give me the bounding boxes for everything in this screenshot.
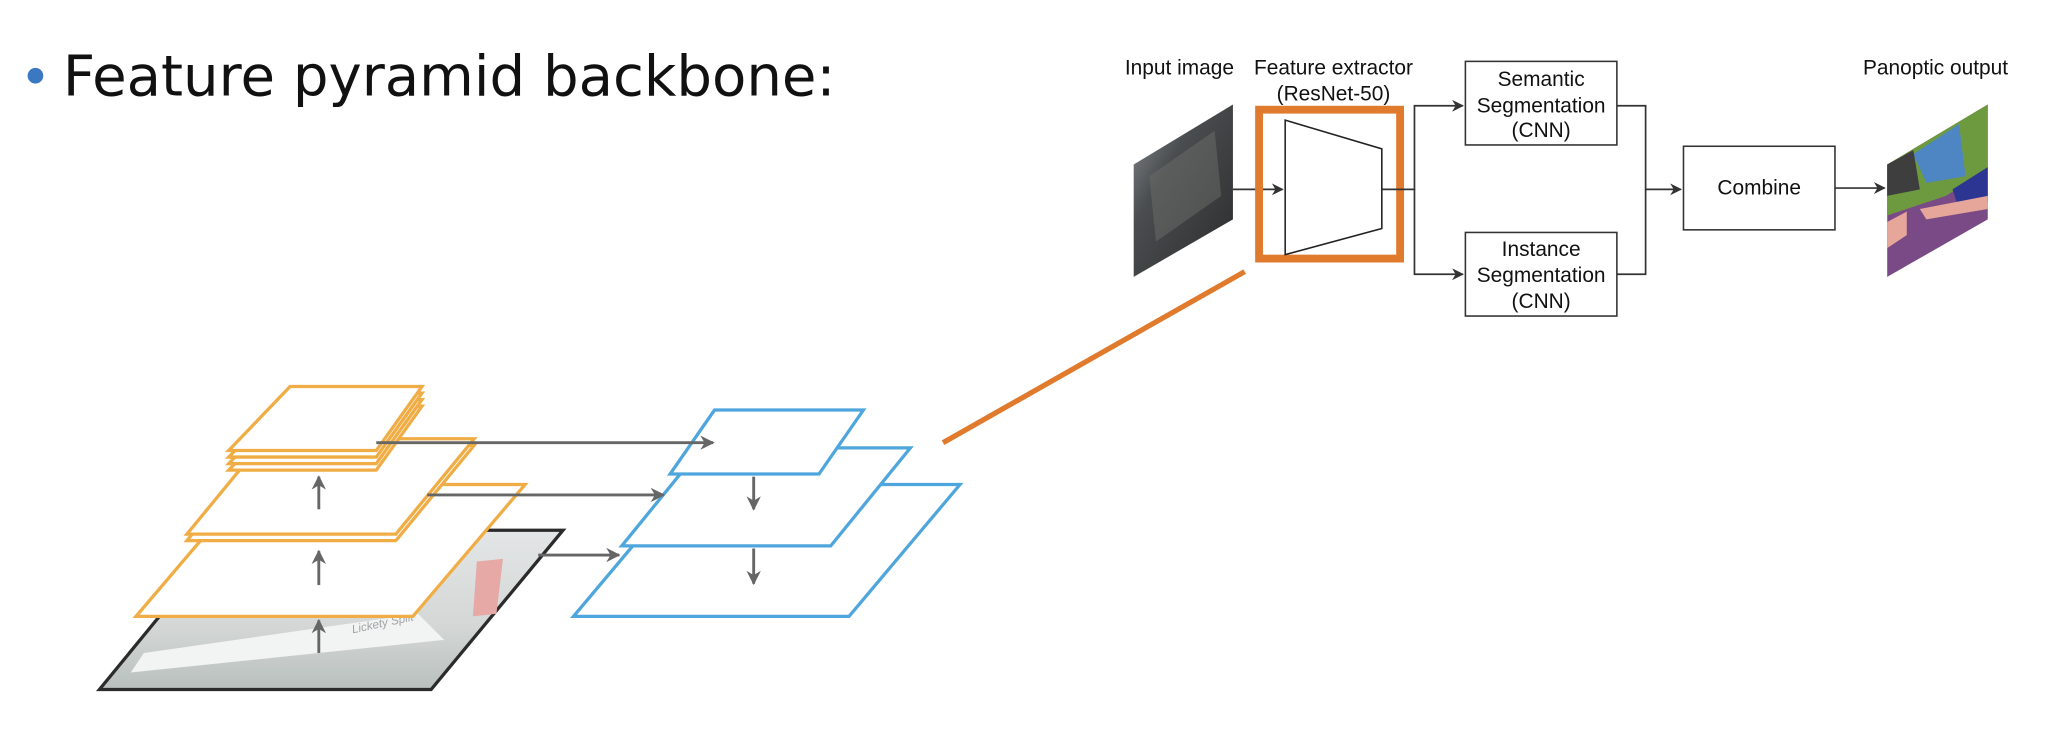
combine-box: Combine (1682, 145, 1836, 231)
input-image-label: Input image (1125, 56, 1234, 79)
bullet-icon (27, 67, 44, 84)
panoptic-output-label: Panoptic output (1863, 56, 2008, 79)
feature-extractor-label: Feature extractor (1254, 56, 1413, 79)
top-down-level-1 (666, 408, 867, 476)
instance-segmentation-box: Instance Segmentation (CNN) (1464, 231, 1618, 317)
feature-extractor-sublabel: (ResNet-50) (1277, 83, 1391, 106)
svg-text:(CNN): (CNN) (1512, 290, 1571, 313)
arrow-instance-to-combine (1616, 189, 1647, 276)
semantic-segmentation-box: Semantic Segmentation (CNN) (1464, 60, 1618, 146)
arrow-semantic-to-combine (1616, 104, 1683, 196)
input-image (1133, 104, 1233, 277)
slide-bullet-text: Feature pyramid backbone: (63, 44, 836, 109)
svg-text:(CNN): (CNN) (1512, 119, 1571, 142)
svg-text:Segmentation: Segmentation (1477, 94, 1606, 117)
svg-text:Semantic: Semantic (1498, 68, 1585, 91)
arrow-to-semantic (1381, 99, 1464, 191)
bottom-up-level-3a (224, 384, 426, 453)
svg-text:Combine: Combine (1717, 177, 1801, 200)
top-down-pathway (569, 408, 964, 619)
arrow-to-instance (1413, 189, 1464, 281)
panoptic-output-image (1887, 104, 1988, 277)
zoom-connector-line (941, 269, 1246, 445)
resnet-trapezoid (1284, 119, 1383, 256)
svg-text:Segmentation: Segmentation (1477, 264, 1606, 287)
bottom-up-pathway (132, 384, 529, 619)
svg-text:Instance: Instance (1502, 238, 1581, 261)
fpn-arrows (311, 435, 761, 653)
extractor-highlight-box (1255, 105, 1405, 263)
